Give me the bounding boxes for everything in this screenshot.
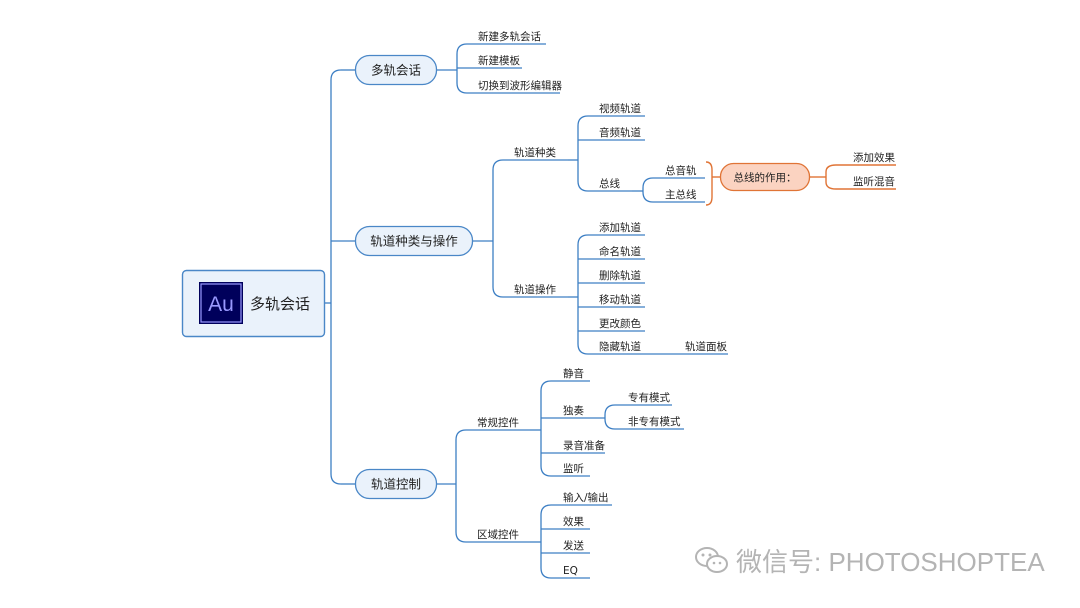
- type-bus: 总线: [599, 177, 620, 190]
- node-branch3: 轨道控制: [354, 468, 438, 500]
- bus-total: 总音轨: [665, 164, 697, 177]
- ops-panel: 轨道面板: [685, 340, 727, 353]
- connector-b2-bracket: [492, 159, 504, 298]
- audition-logo-icon: Au: [199, 282, 243, 324]
- branch3-title: 轨道控制: [371, 477, 421, 492]
- node-branch2: 轨道种类与操作: [354, 225, 474, 257]
- connector-b3-bracket: [455, 429, 467, 543]
- type-video: 视频轨道: [599, 102, 641, 115]
- b1-item-3: 切换到波形编辑器: [478, 79, 562, 92]
- bus-role-brace: [705, 161, 713, 206]
- general-mute: 静音: [563, 367, 584, 380]
- root-title: 多轨会话: [250, 295, 310, 313]
- ops-title: 轨道操作: [514, 283, 556, 296]
- type-audio: 音频轨道: [599, 126, 641, 139]
- connector-ops-bracket: [577, 234, 589, 355]
- general-title: 常规控件: [477, 416, 519, 429]
- area-title: 区域控件: [477, 528, 519, 541]
- root-node: Au 多轨会话: [181, 269, 326, 338]
- role-item-1: 添加效果: [853, 151, 895, 164]
- branch2-title: 轨道种类与操作: [370, 234, 458, 249]
- general-monitor: 监听: [563, 462, 584, 475]
- op-6: 隐藏轨道: [599, 340, 641, 353]
- area-item-4: EQ: [563, 565, 578, 577]
- types-title: 轨道种类: [514, 146, 556, 159]
- node-branch1: 多轨会话: [354, 54, 438, 86]
- area-item-1: 输入/输出: [563, 491, 609, 504]
- general-solo: 独奏: [563, 404, 584, 417]
- op-5: 更改颜色: [599, 317, 641, 330]
- role-item-2: 监听混音: [853, 175, 895, 188]
- area-item-3: 发送: [563, 539, 584, 552]
- connector-types-bracket: [577, 115, 589, 192]
- bus-main: 主总线: [665, 188, 697, 201]
- connector-role-bracket: [825, 164, 837, 190]
- connector-bus-bracket: [642, 177, 654, 203]
- connector-trunk: [330, 69, 342, 485]
- op-3: 删除轨道: [599, 269, 641, 282]
- branch1-title: 多轨会话: [371, 63, 421, 78]
- connector-area-bracket: [540, 504, 552, 579]
- bus-role-title: 总线的作用：: [734, 171, 797, 184]
- general-arm: 录音准备: [563, 439, 605, 452]
- connector-solo-bracket: [604, 404, 616, 430]
- watermark-text: 微信号: PHOTOSHOPTEA: [736, 546, 1045, 577]
- solo-item-1: 专有模式: [628, 391, 670, 404]
- b1-item-2: 新建模板: [478, 54, 520, 67]
- area-item-2: 效果: [563, 515, 584, 528]
- solo-item-2: 非专有模式: [628, 415, 681, 428]
- watermark: 微信号: PHOTOSHOPTEA: [694, 540, 1045, 580]
- op-4: 移动轨道: [599, 293, 641, 306]
- b1-item-1: 新建多轨会话: [478, 30, 541, 43]
- logo-text: Au: [208, 293, 234, 316]
- op-1: 添加轨道: [599, 221, 641, 234]
- wechat-icon: [695, 547, 728, 573]
- node-bus-role: 总线的作用：: [719, 162, 811, 192]
- op-2: 命名轨道: [599, 245, 641, 258]
- connector-general-bracket: [540, 380, 552, 477]
